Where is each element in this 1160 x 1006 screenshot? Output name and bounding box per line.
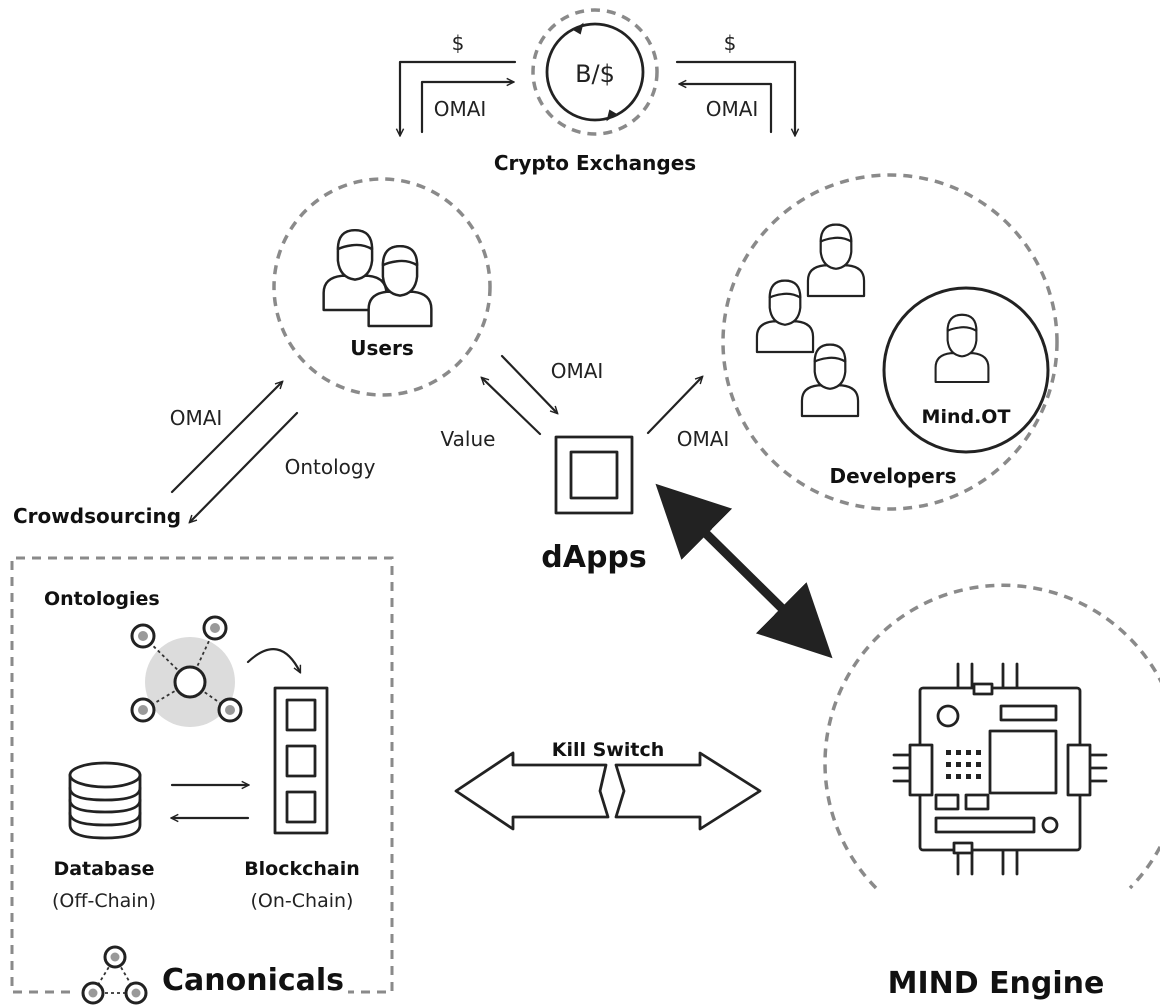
dapps-outer-square (554, 435, 634, 515)
crowdsourcing-group: OMAI Ontology Crowdsourcing (13, 382, 376, 528)
blockchain-icon (273, 686, 329, 835)
crowdsourcing-up-label: OMAI (170, 406, 223, 430)
dapps-group: dApps OMAI Value OMAI (441, 354, 833, 659)
engine-dashed-circle (823, 583, 1160, 890)
developers-dashed-circle (721, 173, 1059, 511)
exchange-center-label: B/$ (575, 60, 615, 88)
dapps-to-developers-arrow (646, 377, 702, 435)
canonicals-dashed-box (10, 556, 394, 994)
left-dollar-arrow (400, 60, 517, 135)
database-label: Database (53, 858, 154, 880)
right-dollar-arrow (675, 60, 795, 135)
engine-label: MIND Engine (888, 966, 1105, 1001)
crowdsourcing-down-label: Ontology (285, 455, 376, 479)
kill-switch-left-arrow (454, 751, 610, 831)
crypto-exchange: B/$ Crypto Exchanges $ OMAI $ OMAI (400, 8, 795, 175)
developers-label: Developers (829, 464, 956, 488)
right-omai-label: OMAI (706, 97, 759, 121)
dapps-to-users-arrow (482, 378, 542, 436)
left-omai-label: OMAI (434, 97, 487, 121)
exchange-title: Crypto Exchanges (494, 151, 696, 175)
canonicals-group: Ontologies (10, 556, 394, 1005)
dapps-inner-square (569, 450, 619, 500)
users-label: Users (350, 336, 413, 360)
database-sublabel: (Off-Chain) (52, 890, 156, 912)
exchange-cycle-icon (573, 22, 617, 122)
circuit-board-icon (892, 662, 1108, 876)
blockchain-label: Blockchain (244, 858, 360, 880)
kill-switch-right-arrow (614, 751, 762, 831)
left-dollar-label: $ (452, 31, 465, 55)
developer-icon (755, 279, 815, 354)
exchange-dashed-circle (531, 8, 659, 136)
left-omai-arrow (420, 82, 513, 134)
kill-switch-group: Kill Switch (454, 739, 762, 831)
canonicals-title: Canonicals (162, 963, 344, 998)
developers-group: Mind.OT Developers (721, 173, 1059, 511)
developer-icon (806, 223, 866, 298)
users-group: Users (272, 177, 492, 397)
dapps-to-developers-label: OMAI (677, 427, 730, 451)
mind-engine-group: MIND Engine (823, 583, 1160, 1001)
circuit-dots-icon (946, 750, 981, 779)
ontology-to-blockchain-arrow (246, 648, 300, 672)
crowdsourcing-label: Crowdsourcing (13, 504, 181, 528)
developer-icon (800, 343, 860, 418)
crowdsourcing-down-arrow (190, 411, 299, 522)
users-to-dapps-label: OMAI (551, 359, 604, 383)
kill-switch-label: Kill Switch (552, 739, 665, 761)
users-dashed-circle (272, 177, 492, 397)
ontology-graph-icon (130, 615, 243, 727)
right-omai-arrow (680, 84, 773, 134)
dapps-label: dApps (541, 540, 647, 575)
canonicals-icon (81, 945, 148, 1005)
right-dollar-label: $ (724, 31, 737, 55)
users-to-dapps-arrow (500, 354, 557, 413)
exchange-inner-circle (545, 22, 645, 122)
ontologies-label: Ontologies (44, 588, 160, 610)
dapps-engine-double-arrow (655, 483, 833, 659)
dapps-to-users-label: Value (441, 427, 496, 451)
mindot-label: Mind.OT (922, 406, 1011, 428)
blockchain-sublabel: (On-Chain) (251, 890, 354, 912)
crowdsourcing-up-arrow (170, 382, 282, 494)
database-icon (68, 761, 142, 840)
